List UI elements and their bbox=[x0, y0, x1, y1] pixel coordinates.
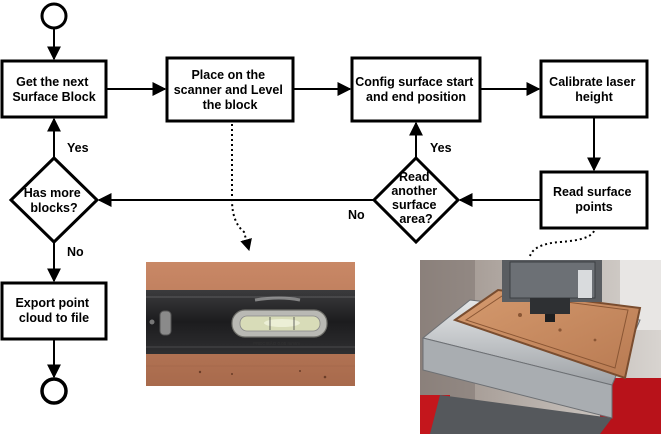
end-node bbox=[40, 377, 68, 405]
label-read-another-yes: Yes bbox=[430, 141, 452, 155]
svg-text:Export point cloud to fi: Export point cloud to file bbox=[15, 296, 92, 325]
node-calibrate-laser: Calibrate laser height bbox=[539, 59, 649, 119]
pointer-to-scanner-photo bbox=[529, 230, 595, 257]
label-has-more-no: No bbox=[67, 245, 84, 259]
node-place-and-level: Place on the scanner and Level the block bbox=[165, 56, 295, 123]
photo-laser-scanner bbox=[420, 260, 661, 434]
start-node bbox=[40, 2, 68, 30]
label-read-another-no: No bbox=[348, 208, 365, 222]
svg-text:Config surface start and: Config surface start and end position bbox=[355, 75, 477, 104]
node-config-surface: Config surface start and end position bbox=[350, 56, 482, 123]
decision-has-more-blocks: Has more blocks? bbox=[8, 155, 100, 245]
node-export-point-cloud: Export point cloud to file bbox=[0, 281, 108, 341]
decision-read-another-area: Read another surface area? bbox=[371, 155, 461, 245]
pointer-to-level-photo bbox=[231, 124, 252, 252]
svg-text:Has more blocks?: Has more blocks? bbox=[24, 186, 84, 215]
photo-spirit-level: PRECISÃO 0.05 mm/m bbox=[145, 262, 356, 386]
svg-text:Read another surfa: Read another surface area? bbox=[391, 170, 440, 226]
svg-text:Read surface points: Read surface points bbox=[553, 185, 635, 214]
svg-text:Calibrate laser height: Calibrate laser height bbox=[549, 75, 639, 104]
svg-text:Get the next Surface Blo: Get the next Surface Block bbox=[12, 75, 95, 104]
label-has-more-yes: Yes bbox=[67, 141, 89, 155]
connectors bbox=[47, 28, 601, 379]
svg-text:Place on the scanner and: Place on the scanner and Level the block bbox=[174, 68, 287, 112]
svg-text:PRECISÃO 0.05 mm/m: PRECISÃO 0.05 mm/m bbox=[253, 340, 300, 346]
node-get-next-block: Get the next Surface Block bbox=[0, 59, 108, 119]
node-read-surface-points: Read surface points bbox=[539, 170, 649, 230]
